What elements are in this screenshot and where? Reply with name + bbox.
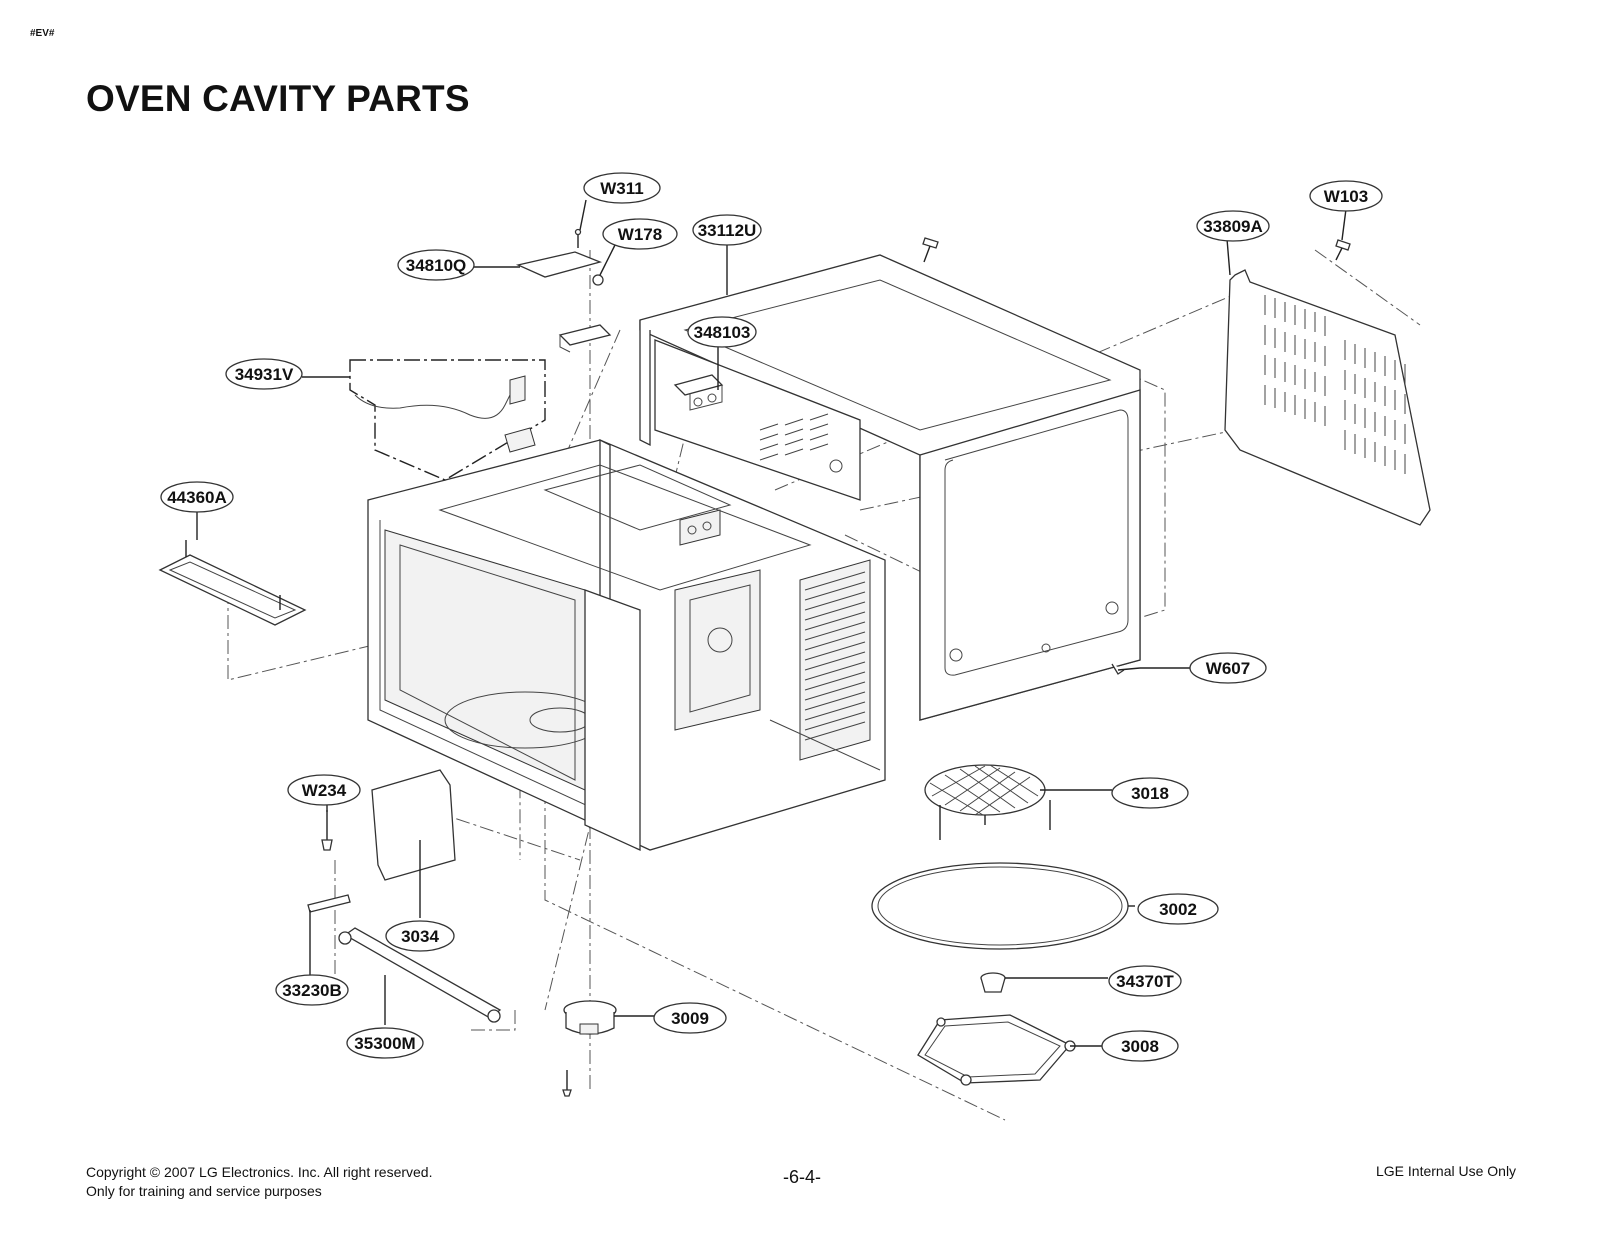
waveguide-cover — [371, 769, 456, 881]
internal-use-note: LGE Internal Use Only — [1376, 1163, 1517, 1179]
label-33809a: 33809A — [1196, 210, 1270, 242]
label-text: 33230B — [282, 981, 342, 1000]
label-34931v: 34931V — [225, 358, 303, 390]
label-text: 3002 — [1159, 900, 1197, 919]
tray — [158, 540, 307, 626]
top-bracket — [515, 228, 724, 411]
page-number: -6-4- — [783, 1167, 822, 1187]
label-34810q: 34810Q — [397, 249, 475, 281]
label-text: 34931V — [235, 365, 294, 384]
label-w178: W178 — [602, 218, 678, 250]
page-title: OVEN CAVITY PARTS — [86, 78, 470, 119]
label-44360a: 44360A — [160, 481, 234, 513]
label-text: 33112U — [698, 221, 757, 240]
coupler — [980, 972, 1006, 993]
label-text: 35300M — [354, 1034, 415, 1053]
footer-copyright: Copyright © 2007 LG Electronics. Inc. Al… — [86, 1163, 432, 1201]
label-text: 3034 — [401, 927, 439, 946]
heater — [307, 894, 502, 1023]
plate-slots — [1264, 295, 1406, 474]
label-3008: 3008 — [1101, 1030, 1179, 1062]
label-text: W234 — [302, 781, 347, 800]
copyright-line-1: Copyright © 2007 LG Electronics. Inc. Al… — [86, 1164, 433, 1180]
label-text: 34810Q — [406, 256, 467, 275]
screws — [321, 237, 1351, 1097]
label-34370t: 34370T — [1108, 965, 1182, 997]
oven-cavity — [367, 438, 886, 852]
case-vents — [759, 413, 829, 461]
label-w234: W234 — [287, 774, 361, 806]
label-text: 33809A — [1203, 217, 1263, 236]
motor — [563, 1000, 617, 1035]
label-w311: W311 — [583, 172, 661, 204]
wire-harness — [349, 359, 546, 481]
label-text: 348103 — [694, 323, 751, 342]
grill-rack — [924, 764, 1051, 840]
label-3009: 3009 — [653, 1002, 727, 1034]
label-348103: 348103 — [687, 316, 757, 348]
label-text: W311 — [600, 179, 643, 198]
label-33230b: 33230B — [275, 974, 349, 1006]
label-text: W178 — [618, 225, 662, 244]
label-3018: 3018 — [1111, 777, 1189, 809]
label-text: 3008 — [1121, 1037, 1159, 1056]
roller-ring — [917, 1014, 1076, 1086]
part-labels: W311 W178 33112U 34810Q 348103 34931V 44… — [160, 172, 1383, 1062]
label-text: W607 — [1206, 659, 1250, 678]
label-3002: 3002 — [1137, 893, 1219, 925]
label-text: 44360A — [167, 488, 227, 507]
label-text: 3018 — [1131, 784, 1169, 803]
rear-plate — [1224, 269, 1431, 526]
label-33112u: 33112U — [692, 214, 762, 246]
label-w103: W103 — [1309, 180, 1383, 212]
label-w607: W607 — [1189, 652, 1267, 684]
label-text: 3009 — [671, 1009, 709, 1028]
copyright-line-2: Only for training and service purposes — [86, 1183, 322, 1199]
document-code: #EV# — [30, 28, 55, 39]
label-35300m: 35300M — [346, 1027, 424, 1059]
cavity-mesh — [804, 571, 866, 741]
label-3034: 3034 — [385, 920, 455, 952]
label-text: W103 — [1324, 187, 1368, 206]
label-text: 34370T — [1116, 972, 1174, 991]
glass-tray — [871, 862, 1129, 950]
